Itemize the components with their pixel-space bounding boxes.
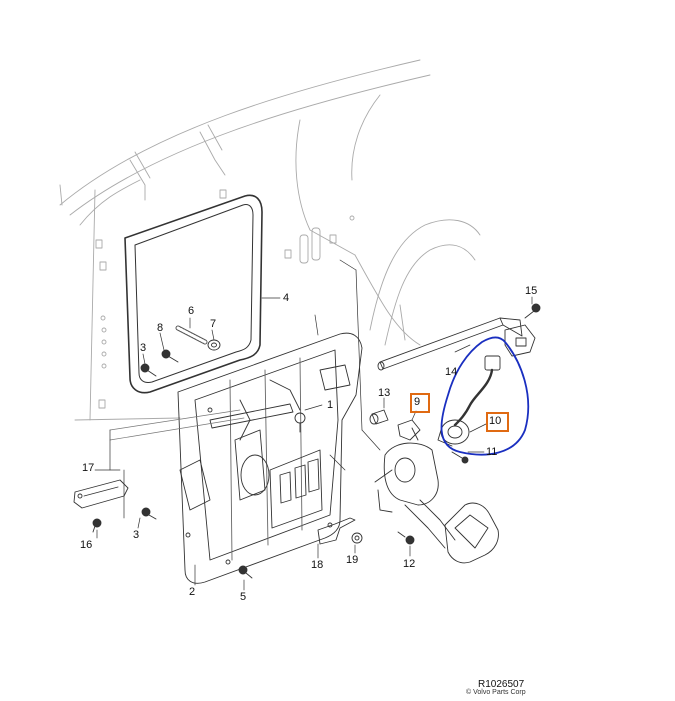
callout-9: 9 [414,396,421,408]
callout-4: 4 [283,292,290,304]
callout-19: 19 [346,554,359,566]
accelerator-pedal [374,442,499,564]
callout-3-lower: 3 [133,529,140,541]
clip-9 [397,419,421,441]
callout-14: 14 [445,366,458,378]
callout-15: 15 [525,285,538,297]
callout-13: 13 [378,387,391,399]
callout-8: 8 [157,322,164,334]
callout-9-highlight-box [410,393,430,413]
pedal-box-bracket [177,332,363,584]
callout-3-upper: 3 [140,342,147,354]
callout-17: 17 [82,462,95,474]
leader-lines [94,259,533,591]
copyright-notice: © Volvo Parts Corp [466,689,526,696]
bolt-8 [161,349,179,363]
nut-19 [351,532,363,544]
callout-18: 18 [311,559,324,571]
pivot-shaft [209,403,306,433]
bracket-18 [317,517,356,545]
nut-part [207,339,221,351]
callout-7: 7 [210,318,217,330]
hand-drawn-annotation-loop [440,336,530,456]
seal-frame-part [124,194,263,394]
callout-2: 2 [189,586,196,598]
callout-1: 1 [327,399,334,411]
bolt-3-lower [141,507,157,520]
bolt-16 [92,518,102,533]
bolt-5 [238,565,253,579]
bushing-13 [369,409,389,425]
bolt-15 [524,303,541,319]
bolt-3-upper [140,363,157,377]
callout-10-highlight-box [486,412,509,432]
callout-16: 16 [80,539,93,551]
screw-11 [451,451,469,464]
callout-6: 6 [188,305,195,317]
callout-12: 12 [403,558,416,570]
bracket-17 [73,479,129,509]
rod-part [377,317,523,371]
stud-part [175,325,208,345]
diagram-reference-number: R1026507 [478,679,525,690]
callout-11: 11 [486,446,498,458]
bolt-12 [397,531,415,545]
body-panel [59,59,481,421]
callout-10: 10 [489,415,502,427]
callout-5: 5 [240,591,247,603]
